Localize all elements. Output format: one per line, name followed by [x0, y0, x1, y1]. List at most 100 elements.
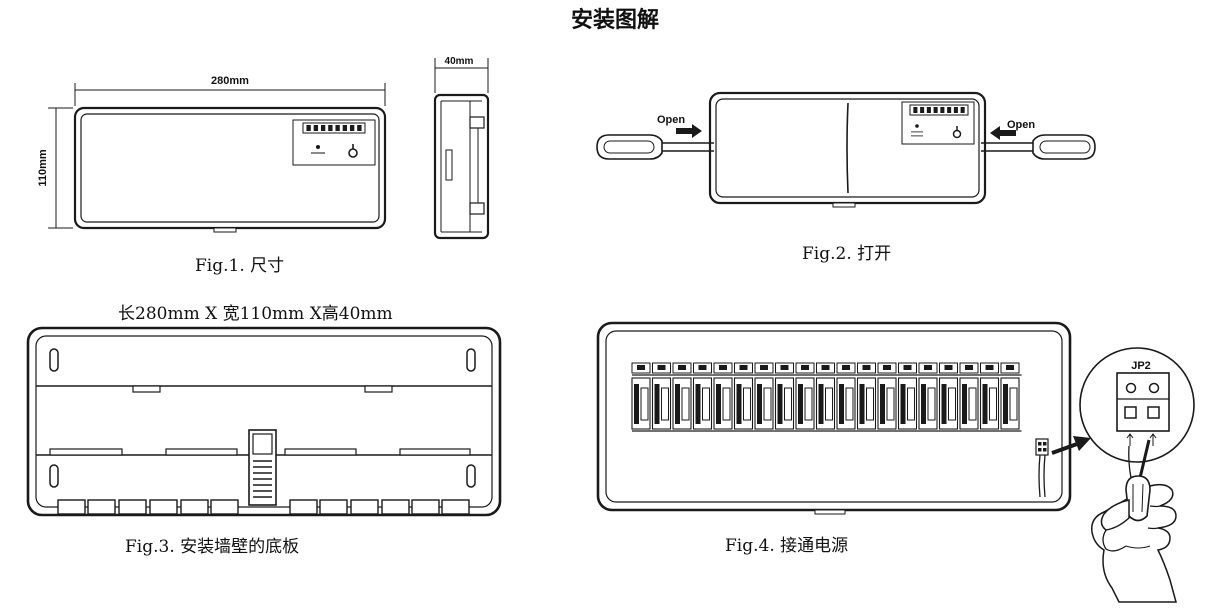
- magnifier-icon: JP2: [1079, 347, 1195, 479]
- led-strip: [909, 104, 969, 116]
- jp2-connector: [1035, 438, 1049, 498]
- terminal-block: [918, 362, 938, 430]
- panel-mark: [911, 135, 923, 137]
- terminal-contact: [695, 384, 701, 424]
- terminal-contact: [921, 384, 926, 424]
- terminal-screw: [657, 365, 666, 370]
- terminal-block: [938, 362, 959, 430]
- width-dimension-line: [74, 83, 386, 106]
- led-icon: [915, 124, 919, 128]
- terminal-opening: [825, 387, 833, 421]
- wire: [1128, 445, 1132, 479]
- fig1-caption: Fig.1. 尺寸: [195, 256, 284, 276]
- height-dimension-line: [48, 107, 73, 229]
- terminal-opening: [948, 387, 956, 421]
- terminal-screw: [903, 365, 912, 370]
- terminal-screw: [780, 365, 789, 370]
- terminal-contact: [634, 384, 639, 424]
- led-icon: [926, 107, 931, 113]
- page-title: 安装图解: [571, 7, 659, 33]
- status-panel: [292, 119, 376, 166]
- terminal-screw: [698, 365, 707, 370]
- terminal-contact: [900, 384, 906, 424]
- led-strip-frame: [909, 104, 969, 116]
- terminal-contact: [859, 384, 865, 424]
- power-icon: [348, 144, 358, 158]
- led-icon: [342, 125, 348, 131]
- terminal-screw: [678, 365, 686, 370]
- terminal-block: [672, 362, 692, 430]
- hand-icon: [1091, 439, 1177, 603]
- terminal-block: [979, 362, 1000, 430]
- terminal-contact: [777, 384, 783, 424]
- screwdriver-icon: [981, 134, 1096, 160]
- status-panel: [901, 101, 975, 145]
- led-icon: [940, 107, 945, 113]
- arrow-icon: [1051, 436, 1091, 455]
- terminal-contact: [962, 384, 967, 424]
- terminal-screw: [924, 365, 932, 370]
- cover-split-line: [846, 102, 849, 194]
- open-right-label: Open: [1007, 119, 1035, 131]
- led-icon: [313, 125, 319, 131]
- terminal-contact: [716, 384, 721, 424]
- led-strip: [302, 122, 366, 134]
- led-icon: [328, 125, 333, 131]
- terminal-opening: [845, 387, 854, 421]
- controller-front-view: [73, 106, 387, 233]
- fig3-caption: Fig.3. 安装墙壁的底板: [125, 537, 299, 557]
- led-icon: [349, 125, 355, 131]
- fig3-base-plate: Fig.3. 安装墙壁的底板: [26, 326, 502, 557]
- terminal-contact: [1003, 384, 1008, 424]
- arrow-icon: [676, 124, 702, 138]
- terminal-opening: [886, 387, 895, 421]
- terminal-block: [856, 362, 877, 430]
- mounting-slot: [49, 348, 476, 488]
- led-icon: [357, 125, 362, 131]
- terminal-opening: [927, 387, 936, 421]
- controller-front-view: [708, 91, 987, 208]
- foot: [381, 499, 410, 515]
- terminal-opening: [1009, 387, 1018, 421]
- terminal-screw: [801, 365, 809, 370]
- terminal-block: [713, 362, 733, 430]
- terminal-block: [631, 362, 651, 430]
- fig4-power-connection: JP2 Fig.4. 接通电源: [596, 321, 1195, 603]
- terminal-block: [836, 362, 856, 430]
- panel-mark: [911, 131, 923, 133]
- panel-mark: [311, 152, 325, 154]
- foot: [149, 499, 178, 515]
- height-label: 110mm: [37, 149, 49, 187]
- terminal-opening: [640, 387, 649, 421]
- screwdriver-icon: [596, 134, 714, 160]
- led-icon: [316, 145, 320, 149]
- terminal-block: [959, 362, 979, 430]
- foot: [87, 499, 116, 515]
- jp2-label: JP2: [1131, 360, 1151, 372]
- foot: [319, 499, 348, 515]
- fig2-caption: Fig.2. 打开: [802, 244, 891, 264]
- terminal-block: [774, 362, 795, 430]
- terminal-block: [733, 362, 754, 430]
- terminal-screw: [821, 365, 830, 370]
- terminal-contact: [798, 384, 803, 424]
- terminal-screw: [965, 365, 973, 370]
- led-strip-frame: [302, 122, 366, 134]
- dimensions-text: 长280mm X 宽110mm X高40mm: [118, 304, 393, 324]
- terminal-opening: [968, 387, 977, 421]
- terminal-screw: [944, 365, 953, 370]
- terminal-block: [651, 362, 672, 430]
- fig2-opening: Open Open Fig.2. 打开: [596, 91, 1096, 264]
- terminal-strip: [631, 362, 1022, 432]
- terminal-block: [795, 362, 815, 430]
- terminal-opening: [763, 387, 772, 421]
- terminal-screw: [637, 365, 645, 370]
- terminal-contact: [982, 384, 988, 424]
- controller-side-view: [433, 93, 490, 240]
- depth-label: 40mm: [445, 56, 474, 67]
- screwdriver-icon: [1138, 439, 1151, 479]
- foot: [350, 499, 379, 515]
- terminal-contact: [839, 384, 844, 424]
- terminal-screw: [760, 365, 768, 370]
